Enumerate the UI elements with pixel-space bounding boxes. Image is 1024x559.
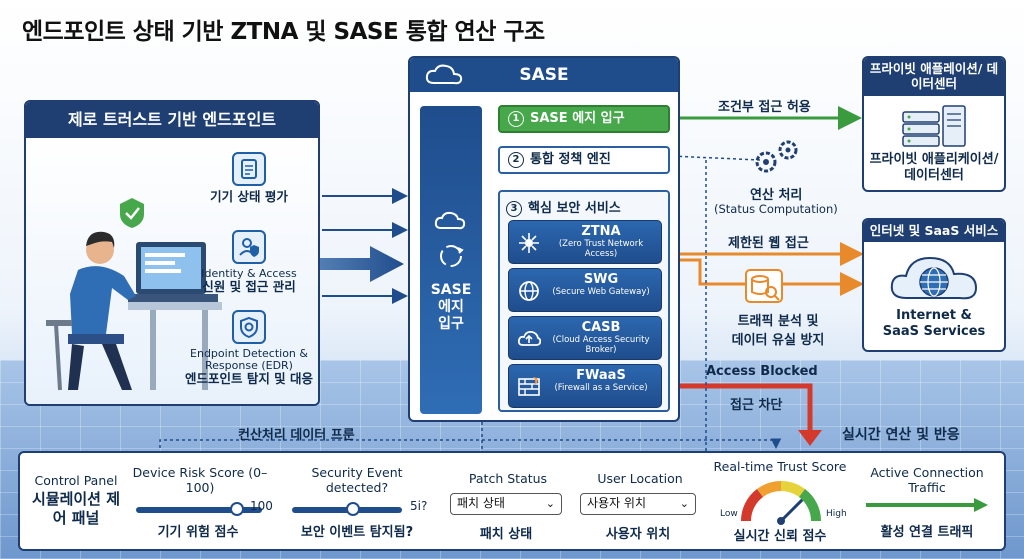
patch-status-ko: 패치 상태	[479, 527, 533, 542]
trust-score-label: Real-time Trust Score	[713, 459, 847, 474]
identity-access-item: Identity & Access 신원 및 접근 관리	[184, 230, 314, 294]
active-traffic-label: Active Connection Traffic	[870, 465, 984, 495]
server-rack-icon	[902, 105, 966, 147]
page-title: 엔드포인트 상태 기반 ZTNA 및 SASE 통합 연산 구조	[22, 19, 545, 45]
cloud-upload-icon	[517, 330, 541, 346]
device-risk-label: Device Risk Score (0–100)	[132, 465, 268, 495]
label-conditional-access: 조건부 접근 허용	[718, 100, 811, 115]
trust-score-needle	[779, 498, 804, 523]
patch-status-select[interactable]: 패치 상태⌄	[450, 493, 562, 515]
label-computation: 연산 처리	[750, 188, 803, 203]
arrow-access-blocked	[680, 383, 813, 434]
cloud-icon	[425, 64, 463, 85]
sase-edge-bar: SASE 에지 입구	[420, 106, 482, 414]
gears-icon	[755, 140, 798, 173]
chevron-down-icon: ⌄	[545, 497, 555, 510]
label-computation-en: (Status Computation)	[714, 202, 838, 216]
trust-score-ko: 실시간 신뢰 점수	[733, 529, 827, 544]
checklist-icon	[232, 152, 266, 186]
firewall-icon	[518, 377, 540, 396]
label-realtime: 실시간 연산 및 반응	[842, 427, 960, 443]
device-risk-value: 100	[250, 499, 273, 513]
sase-edge-label: SASE 에지 입구	[430, 282, 472, 332]
service-fwaas: FWaaS (Firewall as a Service)	[508, 364, 662, 408]
label-limited-web: 제한된 웹 접근	[728, 236, 809, 251]
network-hub-icon	[519, 233, 539, 253]
user-location-label: User Location	[597, 471, 683, 486]
label-traffic-analysis: 트래픽 분석 및 데이터 유실 방지	[731, 314, 825, 348]
security-event-slider-thumb[interactable]	[345, 502, 360, 516]
user-location-ko: 사용자 위치	[605, 527, 671, 542]
device-risk-ko: 기기 위험 점수	[157, 525, 239, 540]
cloud-globe-icon	[890, 256, 978, 300]
security-event-label: Security Event detected?	[311, 465, 403, 495]
control-panel: Control Panel 시뮬레이션 제어 패널 Device Risk Sc…	[18, 451, 1006, 551]
endpoint-header: 제로 트러스트 기반 엔드포인트	[26, 102, 318, 138]
private-datacenter-panel: 프라이빗 애플레이션/ 데이터센터 프라이빗 애플리케이션/ 데이터센터	[862, 56, 1006, 192]
shield-check-icon	[120, 198, 144, 228]
device-risk-slider-thumb[interactable]	[229, 502, 244, 516]
user-shield-icon	[232, 230, 266, 264]
device-risk-slider[interactable]	[136, 502, 262, 516]
shield-gear-icon	[232, 310, 266, 344]
globe-icon	[519, 281, 539, 301]
label-access-blocked-ko: 접근 차단	[730, 398, 783, 413]
database-search-icon	[745, 269, 783, 303]
trust-score-gauge	[741, 481, 821, 525]
security-event-ko: 보안 이벤트 탐지됨?	[300, 525, 414, 540]
device-health-item: 기기 상태 평가	[184, 152, 314, 204]
active-traffic-ko: 활성 연결 트래픽	[880, 525, 974, 540]
cloud-sync-icon	[434, 211, 466, 267]
edr-item: Endpoint Detection & Response (EDR) 엔드포인…	[184, 310, 314, 386]
user-location-select[interactable]: 사용자 위치⌄	[580, 493, 696, 515]
control-panel-title: Control Panel 시뮬레이션 제어 패널	[31, 473, 121, 527]
patch-status-label: Patch Status	[468, 471, 548, 486]
label-access-blocked-en: Access Blocked	[706, 364, 818, 379]
trust-score-low: Low	[720, 509, 738, 519]
security-event-slider[interactable]	[292, 502, 402, 516]
active-traffic-arrow	[866, 498, 988, 512]
label-data-flow: 컨산처리 데이터 프룬	[238, 428, 355, 443]
endpoint-panel: 제로 트러스트 기반 엔드포인트	[24, 100, 320, 406]
user-laptop-illustration	[46, 198, 222, 391]
arrow-endpoint-main	[250, 246, 404, 282]
service-casb: CASB (Cloud Access Security Broker)	[508, 316, 662, 360]
sase-header: SASE	[410, 58, 678, 92]
internet-saas-panel: 인터넷 및 SaaS 서비스 Internet & SaaS Services	[862, 218, 1006, 352]
security-event-value: 5i?	[410, 499, 428, 513]
trust-score-high: High	[826, 509, 847, 519]
service-swg: SWG (Secure Web Gateway)	[508, 268, 662, 312]
service-ztna: ZTNA (Zero Trust Network Access)	[508, 220, 662, 264]
chevron-down-icon: ⌄	[679, 497, 689, 510]
